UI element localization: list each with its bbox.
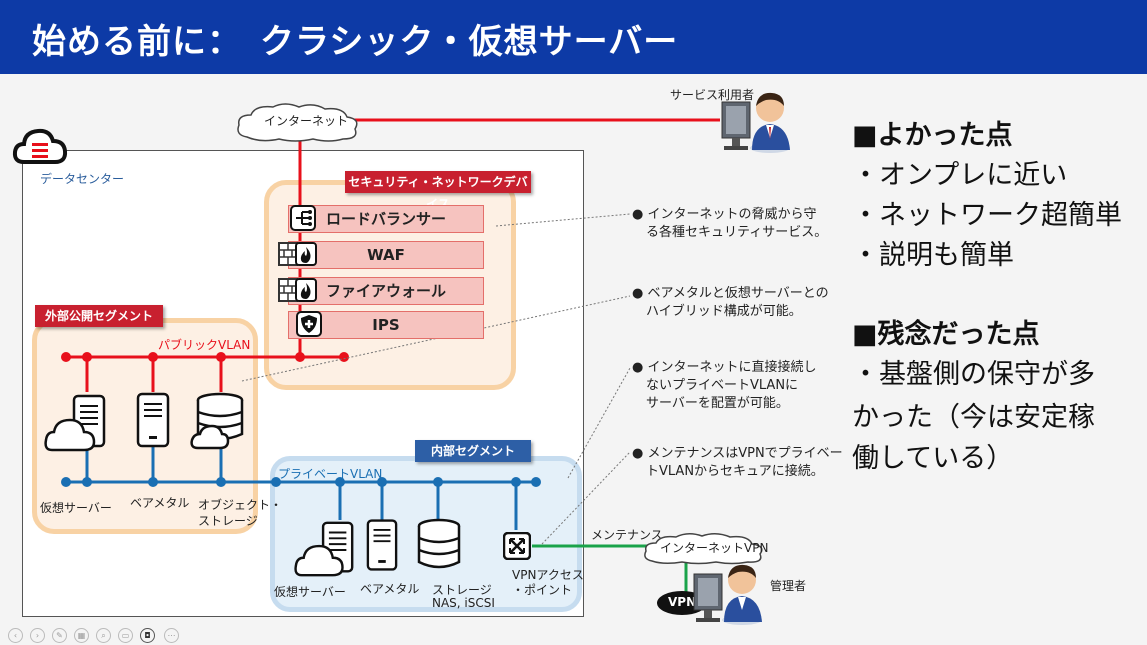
note-bullet: ● [632, 286, 644, 301]
zoom-button[interactable]: ⌕ [96, 628, 111, 643]
subtitles-button[interactable]: ▭ [118, 628, 133, 643]
good-points-heading: ■よかった点 [852, 120, 1013, 151]
ext-virtual-server-label: 仮想サーバー [40, 501, 112, 515]
internet-cloud-icon [237, 103, 358, 142]
firewall-icon [278, 278, 317, 302]
see-all-slides-button[interactable]: ▦ [74, 628, 89, 643]
internet-vpn-label: インターネットVPN [660, 541, 769, 555]
note-line: トVLANからセキュアに接続。 [646, 464, 824, 479]
bare-metal-icon [136, 392, 170, 448]
note-line: メンテナンスはVPNでプライベー [647, 446, 843, 461]
virtual-server-icon [44, 394, 106, 452]
camera-button[interactable]: ◘ [140, 628, 155, 643]
private-vlan-label: プライベートVLAN [278, 467, 383, 481]
maintenance-label: メンテナンス [591, 528, 663, 542]
waf-device: WAF [288, 241, 484, 269]
slide-header: 始める前に： クラシック・仮想サーバー [0, 0, 1147, 74]
more-options-button[interactable]: ⋯ [164, 628, 179, 643]
prev-slide-button[interactable]: ‹ [8, 628, 23, 643]
internet-vpn-cloud-icon [644, 533, 763, 565]
vpn-badge-label: VPN [668, 595, 697, 609]
int-storage-label: ストレージ [432, 583, 492, 597]
int-storage-type-label: NAS, iSCSI [432, 596, 495, 610]
vpn-access-label-1: VPNアクセス [512, 568, 584, 582]
bad-point-line: 働している） [852, 443, 1014, 474]
internal-segment-tag: 内部セグメント [415, 440, 531, 462]
admin-label: 管理者 [770, 579, 807, 593]
good-point-item: ・オンプレに近い [852, 160, 1068, 191]
note-bullet: ● [632, 360, 644, 375]
int-virtual-server-label: 仮想サーバー [274, 585, 346, 599]
note-line: ないプライベートVLANに [646, 378, 799, 393]
datacenter-cloud-icon [12, 128, 68, 164]
note-hybrid: ● ベアメタルと仮想サーバーとの ハイブリッド構成が可能。 [632, 285, 829, 321]
ips-shield-icon [296, 311, 322, 337]
object-storage-icon [190, 392, 244, 450]
load-balancer-icon [290, 205, 316, 231]
ext-object-storage-label-1: オブジェクト・ [198, 498, 283, 512]
note-line: る各種セキュリティサービス。 [646, 225, 828, 240]
int-bare-metal-icon [366, 519, 398, 571]
good-point-item: ・ネットワーク超簡単 [852, 200, 1122, 231]
ext-object-storage-label-2: ストレージ [198, 514, 258, 528]
int-storage-icon [417, 518, 461, 569]
good-point-item: ・説明も簡単 [852, 240, 1014, 271]
external-segment-tag: 外部公開セグメント [35, 305, 163, 327]
waf-firewall-icon [278, 242, 317, 266]
bad-point-line: かった（今は安定稼 [852, 402, 1095, 433]
int-bare-metal-label: ベアメタル [360, 582, 420, 596]
security-devices-tag: セキュリティ・ネットワークデバイス [345, 171, 531, 211]
note-security: ● インターネットの脅威から守 る各種セキュリティサービス。 [632, 206, 827, 242]
vpn-access-label-2: ・ポイント [512, 583, 573, 597]
internet-label: インターネット [264, 114, 349, 128]
pen-tool-button[interactable]: ✎ [52, 628, 67, 643]
note-line: ハイブリッド構成が可能。 [646, 304, 802, 319]
note-bullet: ● [632, 207, 644, 222]
ext-bare-metal-label: ベアメタル [130, 496, 190, 510]
bad-points-heading: ■残念だった点 [852, 319, 1040, 350]
note-bullet: ● [632, 446, 644, 461]
int-virtual-server-icon [294, 521, 354, 577]
public-vlan-label: パブリックVLAN [158, 338, 251, 352]
admin-user-icon [693, 564, 762, 625]
service-user-icon [721, 92, 790, 153]
note-line: インターネットの脅威から守 [647, 207, 817, 222]
note-line: ベアメタルと仮想サーバーとの [647, 286, 829, 301]
datacenter-label: データセンター [40, 172, 125, 186]
note-line: サーバーを配置が可能。 [646, 396, 789, 411]
note-line: インターネットに直接接続し [647, 360, 817, 375]
load-balancer-device: ロードバランサー [288, 205, 484, 233]
service-user-label: サービス利用者 [670, 88, 755, 102]
firewall-device: ファイアウォール [288, 277, 484, 305]
vpn-access-point-icon [503, 532, 531, 560]
bad-point-line: ・基盤側の保守が多 [852, 359, 1095, 390]
slide-title: 始める前に： クラシック・仮想サーバー [32, 22, 679, 62]
note-maintenance: ● メンテナンスはVPNでプライベー トVLANからセキュアに接続。 [632, 445, 843, 481]
next-slide-button[interactable]: › [30, 628, 45, 643]
note-private-vlan: ● インターネットに直接接続し ないプライベートVLANに サーバーを配置が可能… [632, 359, 817, 413]
